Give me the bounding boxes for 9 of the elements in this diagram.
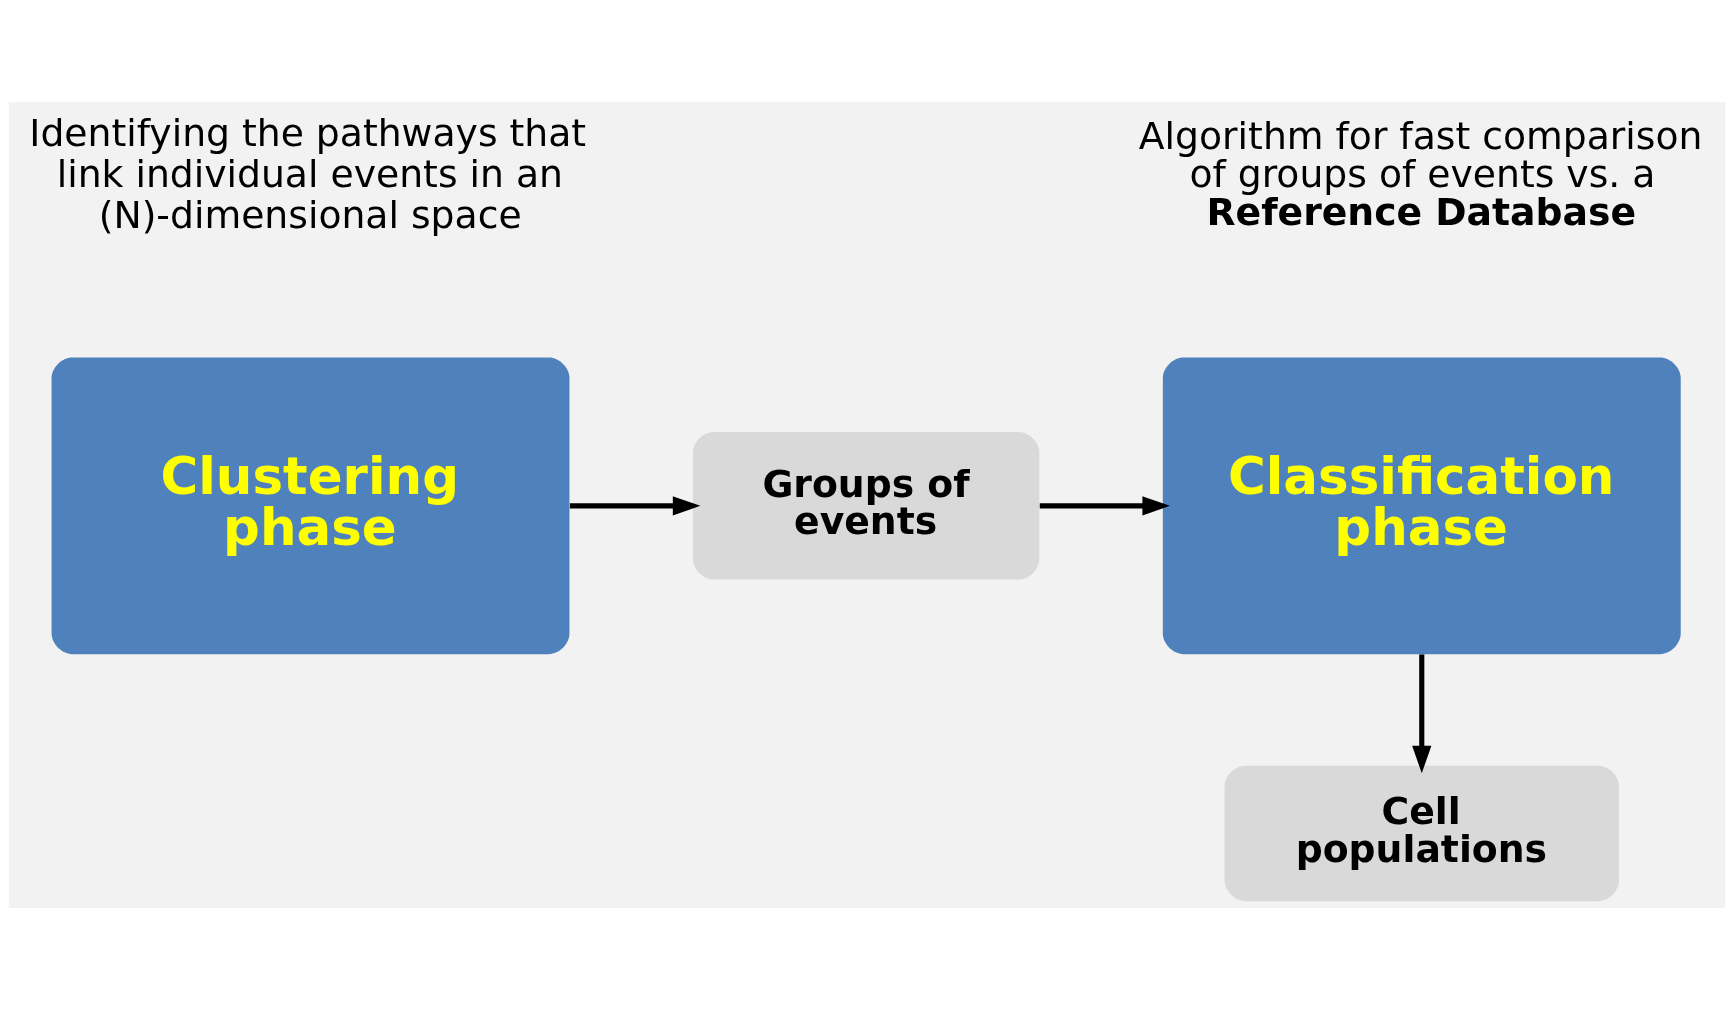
node-box: Classification phase (1162, 357, 1681, 655)
node-label: Identifying the pathways that link individual events in an (N)-dimensional space (29, 110, 587, 238)
arrow (569, 496, 701, 516)
node-box: Groups of events (692, 432, 1040, 580)
node-box: Clustering phase (51, 357, 570, 655)
node-label: Algorithm for fast comparison of groups of events vs. a Reference Database (1138, 114, 1703, 234)
arrow (1412, 654, 1432, 774)
arrow (1039, 496, 1170, 516)
node-box: Cell populations (1224, 765, 1619, 902)
